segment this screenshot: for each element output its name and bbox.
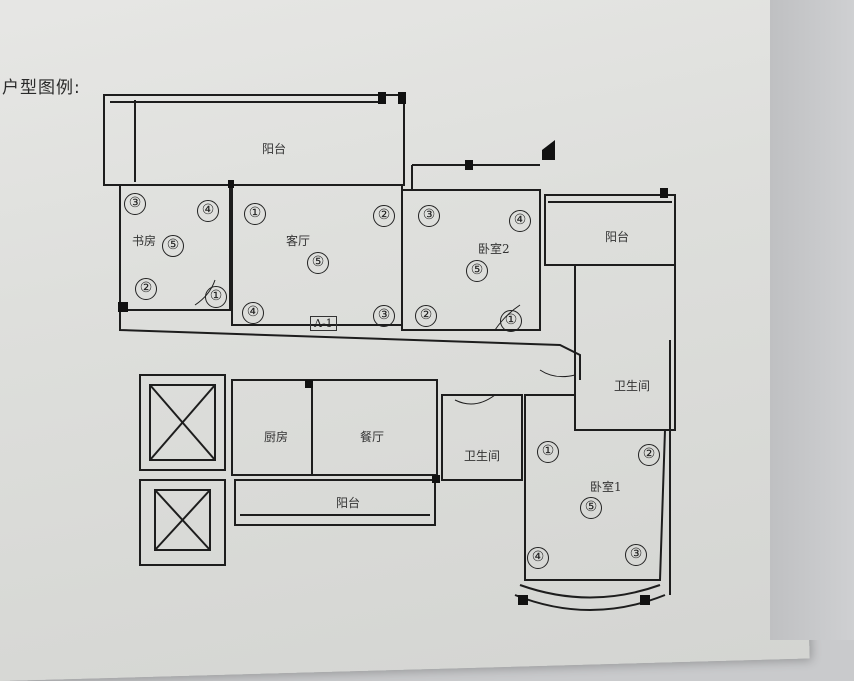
room-label-bedroom1: 卧室1 bbox=[590, 480, 622, 494]
marker-4: ④ bbox=[197, 200, 219, 222]
room-label-dining: 餐厅 bbox=[360, 430, 385, 444]
room-label-balcony-bottom: 阳台 bbox=[336, 496, 361, 510]
unit-tag: A-1 bbox=[310, 316, 337, 331]
marker-3: ③ bbox=[625, 544, 647, 566]
room-label-living: 客厅 bbox=[286, 234, 311, 248]
legend-label: 户型图例: bbox=[2, 78, 81, 98]
bath-mid-outline bbox=[441, 394, 523, 481]
marker-5: ⑤ bbox=[580, 497, 602, 519]
bedroom1-outline bbox=[524, 394, 667, 581]
marker-2: ② bbox=[135, 278, 157, 300]
study-outline bbox=[119, 184, 231, 311]
background-surface bbox=[770, 0, 854, 640]
marker-5: ⑤ bbox=[466, 260, 488, 282]
marker-1: ① bbox=[244, 203, 266, 225]
room-label-balcony-right: 阳台 bbox=[605, 230, 630, 244]
marker-2: ② bbox=[415, 305, 437, 327]
marker-1: ① bbox=[205, 286, 227, 308]
bath-right-outline bbox=[574, 264, 676, 431]
marker-5: ⑤ bbox=[307, 252, 329, 274]
marker-3: ③ bbox=[373, 305, 395, 327]
marker-1: ① bbox=[500, 310, 522, 332]
marker-4: ④ bbox=[242, 302, 264, 324]
elevator-1 bbox=[139, 374, 226, 471]
marker-2: ② bbox=[638, 444, 660, 466]
marker-4: ④ bbox=[527, 547, 549, 569]
marker-5: ⑤ bbox=[162, 235, 184, 257]
marker-3: ③ bbox=[124, 193, 146, 215]
room-label-bath-right: 卫生间 bbox=[614, 379, 651, 393]
balcony-top-outline bbox=[103, 94, 405, 186]
room-label-balcony-top: 阳台 bbox=[262, 142, 287, 156]
marker-3: ③ bbox=[418, 205, 440, 227]
floor-plan-drawing bbox=[103, 92, 676, 611]
marker-1: ① bbox=[537, 441, 559, 463]
marker-2: ② bbox=[373, 205, 395, 227]
room-label-study: 书房 bbox=[132, 234, 157, 248]
marker-4: ④ bbox=[509, 210, 531, 232]
room-label-bedroom2: 卧室2 bbox=[478, 242, 510, 256]
elevator-2 bbox=[139, 479, 226, 566]
balcony-bottom-outline bbox=[234, 479, 436, 526]
room-label-kitchen: 厨房 bbox=[264, 430, 289, 444]
bedroom2-outline bbox=[401, 189, 541, 331]
dining-outline bbox=[311, 379, 438, 476]
room-label-bath-mid: 卫生间 bbox=[464, 449, 501, 463]
